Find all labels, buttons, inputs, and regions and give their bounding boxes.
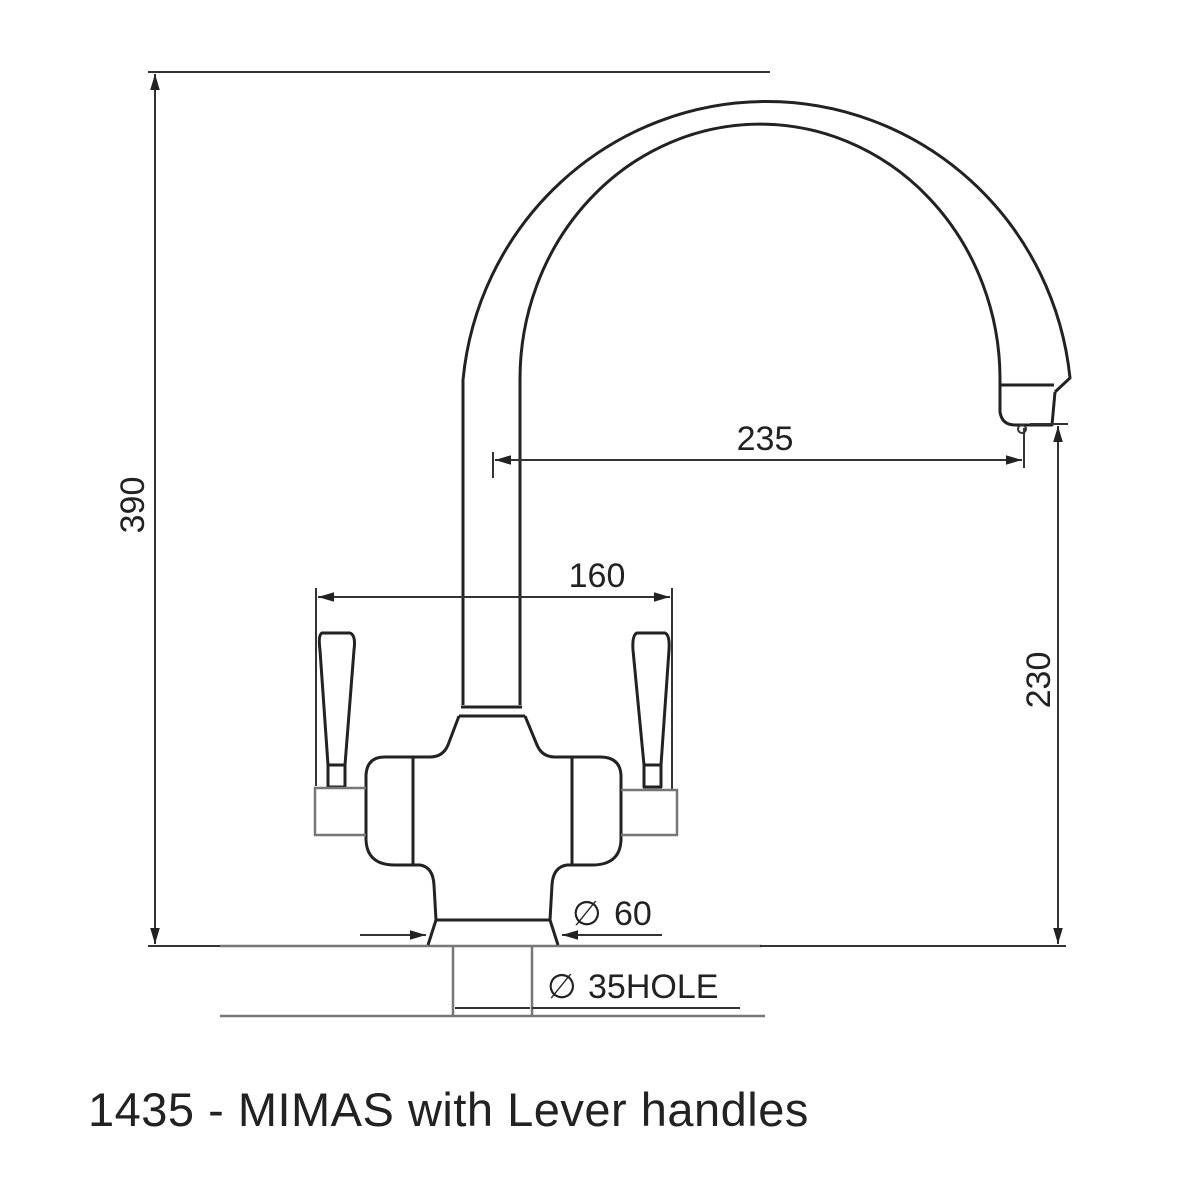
dimension-label-390: 390 [114,477,152,534]
dimension-hole-35: ∅ 35HOLE [451,946,740,1016]
tap-body [364,705,623,946]
dimension-height-390: 390 [114,74,160,944]
dimension-handle-span-160: 160 [315,557,673,790]
right-lever-handle [621,631,679,837]
dimension-label-235: 235 [737,420,794,458]
left-lever-handle [313,631,366,837]
dimension-label-160: 160 [569,557,626,595]
spout [461,99,1072,705]
dimension-label-35hole: 35HOLE [588,968,718,1006]
drawing-caption: 1435 - MIMAS with Lever handles [88,1083,809,1136]
diameter-symbol: ∅ [572,895,602,933]
dimension-label-60: 60 [614,895,652,933]
dimension-reach-235: 235 [492,420,1025,478]
reference-lines [148,71,1066,1018]
dimension-spout-height-230: 230 [1020,423,1068,944]
dimension-base-diameter-60: ∅ 60 [360,895,662,940]
dimension-label-230: 230 [1020,652,1058,709]
diameter-symbol: ∅ [547,968,577,1006]
